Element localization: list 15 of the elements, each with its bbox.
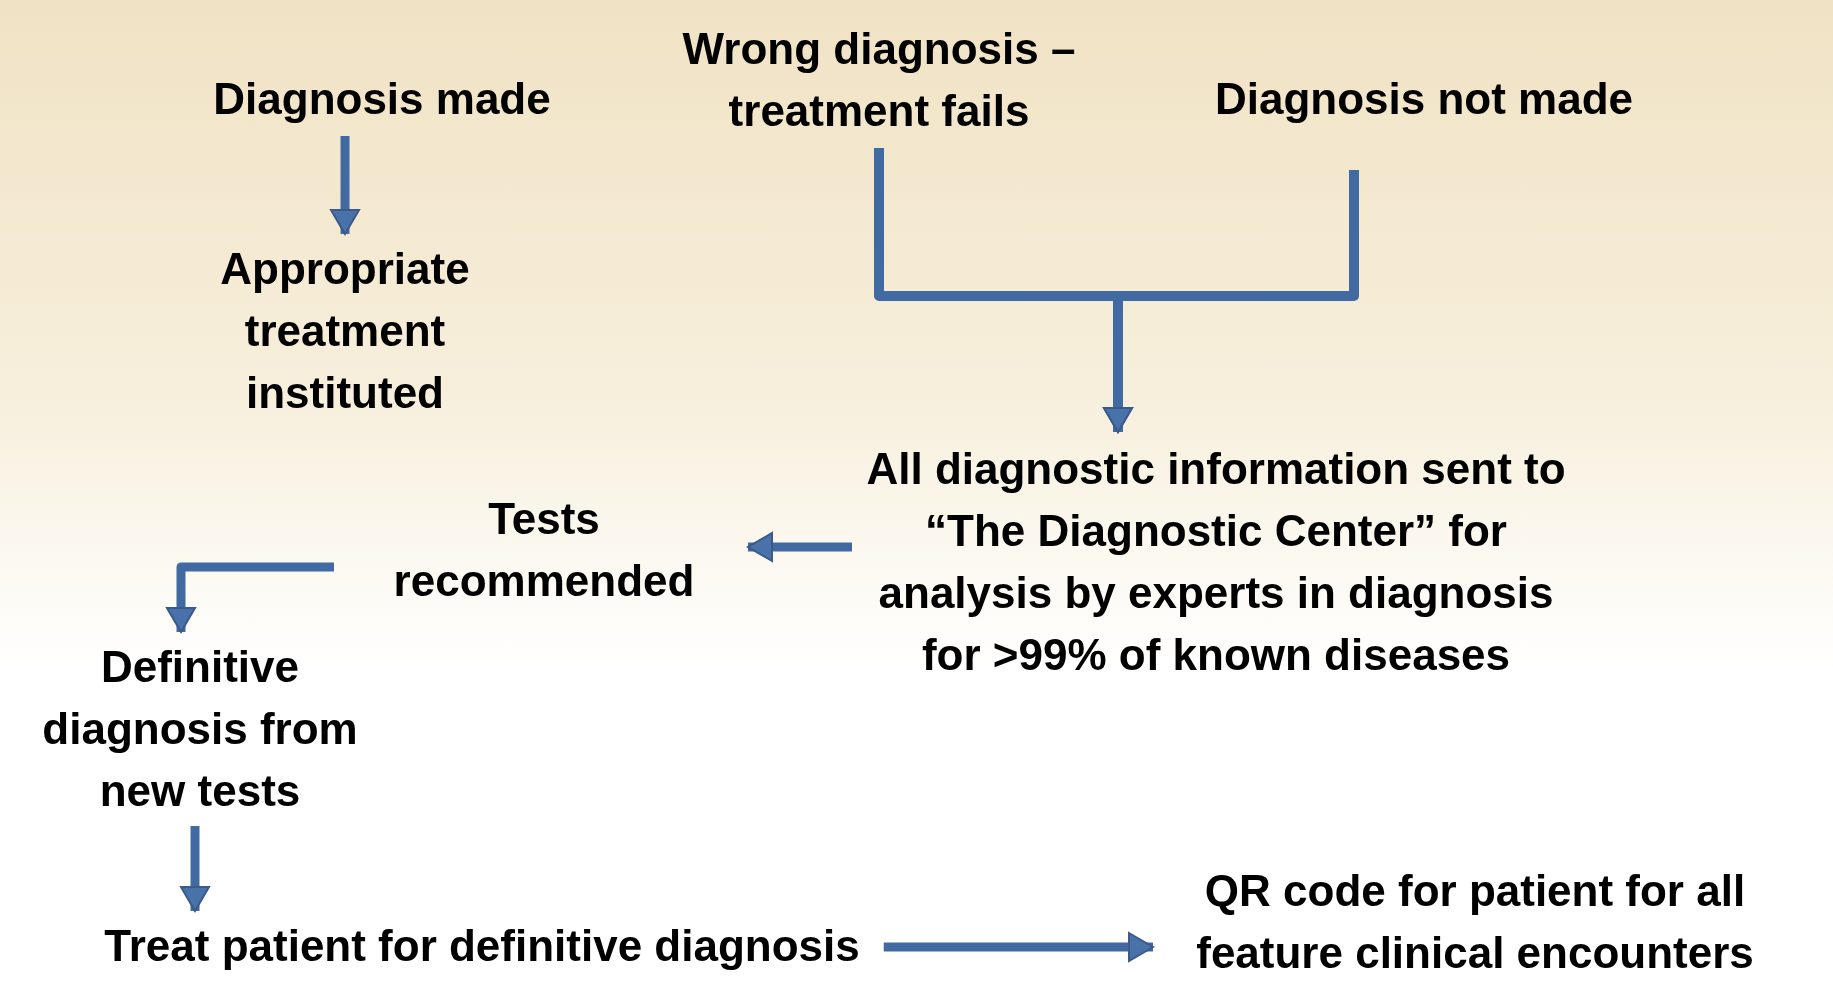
step-text: Definitive diagnosis from new tests [15,636,385,822]
arrow [330,136,360,235]
arrow [180,826,210,912]
arrow [166,562,334,633]
step-text: Diagnosis not made [1214,68,1634,130]
step-text: Treat patient for definitive diagnosis [104,915,860,977]
step-text: Wrong diagnosis – treatment fails [664,18,1094,142]
step-text: Tests recommended [354,488,734,612]
arrow [747,532,852,562]
arrow [883,932,1154,962]
arrow [1103,170,1359,433]
step-text: Appropriate treatment instituted [180,238,510,424]
step-text: All diagnostic information sent to “The Diagnostic Center” for analysis by experts in diagnosis for >99% of known diseases [856,438,1576,686]
step-text: QR code for patient for all feature clinical encounters [1165,860,1785,984]
step-text: Diagnosis made [213,68,551,130]
